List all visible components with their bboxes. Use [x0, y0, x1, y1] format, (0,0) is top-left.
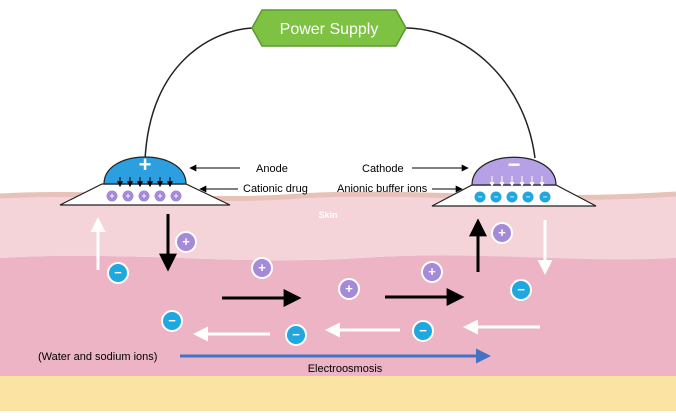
circuit-wire: [144, 27, 536, 161]
reservoir-cation: +: [105, 189, 119, 203]
ion-sign: +: [126, 192, 131, 201]
cathode-anion-reservoir: −−−−−: [473, 190, 552, 204]
ion-sign: −: [419, 323, 427, 338]
tissue-anion: −: [412, 320, 434, 342]
cathode-electrode: − − − − − −: [431, 152, 597, 207]
callouts: Anode Cationic drug Cathode Anionic buff…: [189, 163, 469, 220]
tissue-anion: −: [285, 324, 307, 346]
power-supply-label: Power Supply: [280, 21, 379, 38]
ion-sign: +: [110, 192, 115, 201]
fat-layer: [0, 376, 676, 411]
tissue-ions: + + + + + − − − − −: [107, 222, 532, 346]
tissue-anion: −: [510, 279, 532, 301]
cationic-drug-label: Cationic drug: [243, 183, 308, 195]
ion-sign: +: [345, 281, 353, 296]
ion-sign: −: [114, 265, 122, 280]
electroosmosis: (Water and sodium ions) Electroosmosis: [38, 348, 491, 375]
ion-sign: −: [510, 193, 515, 202]
reservoir-anion: −: [521, 190, 535, 204]
tissue-cation: +: [251, 257, 273, 279]
anode-label: Anode: [256, 163, 288, 175]
reservoir-cation: +: [169, 189, 183, 203]
power-supply: Power Supply: [251, 9, 407, 47]
reservoir-anion: −: [538, 190, 552, 204]
anode-electrode: + + + + + +: [59, 152, 231, 206]
ion-sign: −: [168, 313, 176, 328]
skin-label: Skin: [318, 210, 337, 220]
ion-sign: −: [543, 193, 548, 202]
cathode-field-arrows: [489, 176, 545, 187]
electroosmosis-label: Electroosmosis: [308, 363, 383, 375]
ion-sign: +: [258, 260, 266, 275]
anionic-buffer-label: Anionic buffer ions: [337, 183, 428, 195]
ion-sign: −: [517, 282, 525, 297]
reservoir-anion: −: [473, 190, 487, 204]
ion-sign: −: [526, 193, 531, 202]
tissue-cation: +: [421, 261, 443, 283]
tissue-anion: −: [107, 262, 129, 284]
ion-sign: −: [292, 327, 300, 342]
tissue-cation: +: [491, 222, 513, 244]
reservoir-cation: +: [153, 189, 167, 203]
anode-sign: +: [139, 152, 152, 177]
ion-sign: +: [142, 192, 147, 201]
skin-deep-layer: [0, 255, 676, 376]
ion-sign: −: [494, 193, 499, 202]
ion-sign: +: [158, 192, 163, 201]
reservoir-cation: +: [121, 189, 135, 203]
tissue-anion: −: [161, 310, 183, 332]
ion-sign: +: [498, 225, 506, 240]
ion-sign: +: [174, 192, 179, 201]
ion-sign: +: [182, 234, 190, 249]
anode-cation-reservoir: + + + + +: [105, 189, 183, 203]
ion-sign: −: [478, 193, 483, 202]
migration-arrows: [90, 214, 553, 342]
reservoir-anion: −: [489, 190, 503, 204]
tissue-cation: +: [338, 278, 360, 300]
reservoir-cation: +: [137, 189, 151, 203]
ion-sign: +: [428, 264, 436, 279]
cathode-label: Cathode: [362, 163, 404, 175]
water-sodium-label: (Water and sodium ions): [38, 351, 157, 363]
tissue-cation: +: [175, 231, 197, 253]
cathode-sign: −: [508, 152, 521, 177]
reservoir-anion: −: [505, 190, 519, 204]
anode-field-arrows: [117, 177, 173, 188]
